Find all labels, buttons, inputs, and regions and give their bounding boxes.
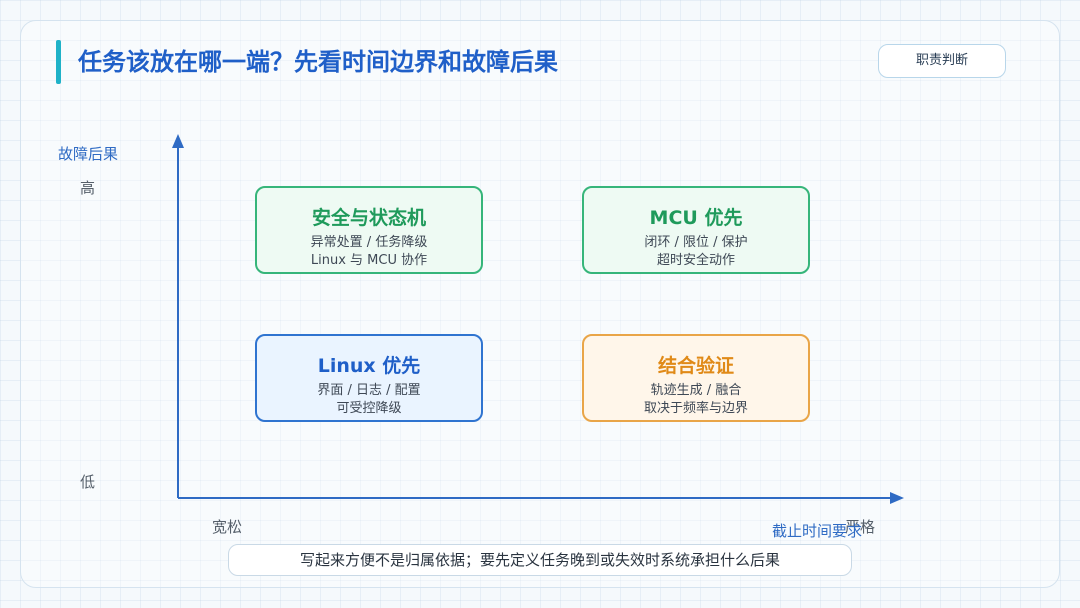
page-title: 任务该放在哪一端？先看时间边界和故障后果 (78, 48, 558, 76)
quadrant-line: 异常处置 / 任务降级 (310, 235, 428, 250)
footer-note: 写起来方便不是归属依据；要先定义任务晚到或失效时系统承担什么后果 (228, 544, 852, 576)
quadrant-title: MCU 优先 (649, 207, 743, 229)
quadrant-line: 轨迹生成 / 融合 (650, 383, 742, 398)
title-accent-bar (56, 40, 61, 84)
y-axis-high-label: 高 (80, 179, 96, 197)
category-tag: 职责判断 (878, 44, 1006, 78)
quadrant-line: 界面 / 日志 / 配置 (317, 383, 421, 398)
quadrant-line: Linux 与 MCU 协作 (310, 253, 428, 268)
quadrant-top-right: MCU 优先 闭环 / 限位 / 保护 超时安全动作 (582, 186, 810, 274)
y-axis-low-label: 低 (80, 473, 96, 491)
quadrant-line: 取决于频率与边界 (643, 401, 748, 416)
x-axis-left-label: 宽松 (212, 518, 243, 536)
quadrant-bottom-right: 结合验证 轨迹生成 / 融合 取决于频率与边界 (582, 334, 810, 422)
x-axis-arrow-icon (890, 492, 904, 504)
quadrant-line: 超时安全动作 (656, 253, 735, 268)
quadrant-line: 闭环 / 限位 / 保护 (644, 235, 748, 250)
x-axis-right-label: 严格 (845, 518, 876, 536)
quadrant-title: 安全与状态机 (311, 207, 426, 229)
quadrant-line: 可受控降级 (336, 401, 402, 416)
content-panel (20, 20, 1060, 588)
quadrant-title: Linux 优先 (317, 355, 421, 377)
y-axis-arrow-icon (172, 134, 184, 148)
quadrant-title: 结合验证 (657, 355, 734, 377)
x-axis-title: 截止时间要求 (772, 522, 863, 540)
quadrant-bottom-left: Linux 优先 界面 / 日志 / 配置 可受控降级 (255, 334, 483, 422)
y-axis-title: 故障后果 (58, 145, 119, 163)
quadrant-top-left: 安全与状态机 异常处置 / 任务降级 Linux 与 MCU 协作 (255, 186, 483, 274)
